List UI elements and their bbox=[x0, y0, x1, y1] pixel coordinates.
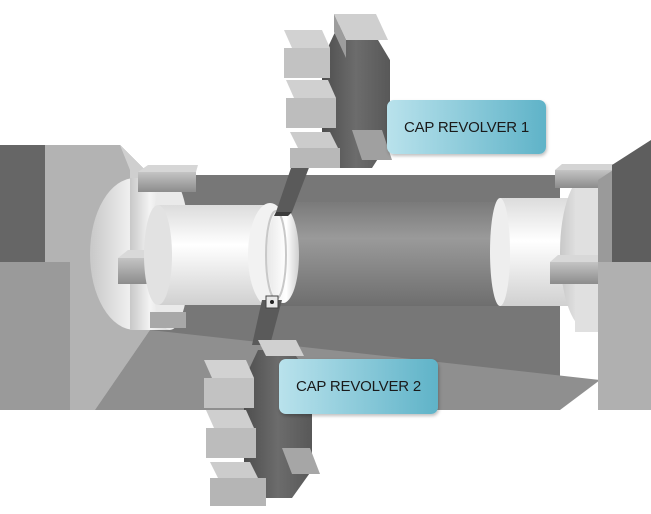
label-cap-revolver-1: CAP REVOLVER 1 bbox=[387, 100, 546, 154]
tool-holder-upper bbox=[274, 165, 310, 216]
label-cap-revolver-2: CAP REVOLVER 2 bbox=[279, 359, 438, 414]
turned-cylinder bbox=[144, 203, 299, 307]
tool-holder-lower bbox=[252, 295, 282, 345]
tailstock-right bbox=[598, 140, 651, 410]
turret-revolver-1 bbox=[284, 14, 392, 168]
